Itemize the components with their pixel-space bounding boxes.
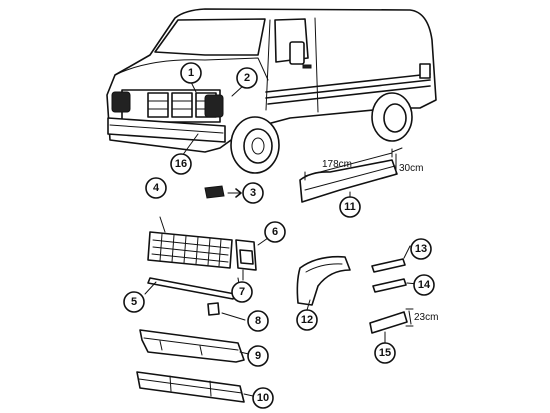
svg-text:7: 7: [239, 286, 245, 298]
svg-text:2: 2: [244, 72, 250, 84]
part-grille: [147, 216, 233, 269]
callout-6: 6: [264, 221, 286, 243]
callout-15: 15: [374, 342, 396, 364]
svg-text:15: 15: [379, 347, 391, 359]
svg-text:8: 8: [255, 315, 261, 327]
svg-text:4: 4: [153, 182, 160, 194]
svg-text:12: 12: [301, 314, 313, 326]
part-grille-molding: [144, 277, 241, 300]
callout-9: 9: [247, 345, 269, 367]
callout-8: 8: [247, 310, 269, 332]
part-trim-14: [372, 278, 407, 293]
part-bracket: [207, 302, 246, 321]
front-wheel: [230, 116, 280, 174]
part-valance: [139, 329, 245, 363]
callout-11: 11: [339, 196, 361, 218]
svg-text:14: 14: [418, 279, 431, 291]
svg-text:3: 3: [250, 187, 256, 199]
callout-7: 7: [231, 281, 253, 303]
callout-2: 2: [236, 67, 258, 89]
svg-text:13: 13: [415, 243, 427, 255]
svg-text:16: 16: [175, 158, 187, 170]
svg-text:1: 1: [188, 67, 194, 79]
front-grille: [111, 89, 224, 123]
svg-text:10: 10: [257, 392, 269, 404]
callout-16: 16: [170, 153, 192, 175]
callout-4: 4: [145, 177, 167, 199]
part-trim-13: [371, 258, 406, 273]
callout-14: 14: [413, 274, 435, 296]
callout-13: 13: [410, 238, 432, 260]
svg-text:9: 9: [255, 350, 261, 362]
van-illustration: [106, 8, 437, 174]
part-fender-patch: [296, 255, 351, 306]
part-bumper: [136, 371, 245, 403]
rear-wheel: [371, 92, 413, 142]
callout-1: 1: [180, 62, 202, 84]
svg-text:5: 5: [131, 296, 137, 308]
dimension-panel-height: 23cm: [414, 312, 438, 323]
svg-text:6: 6: [272, 226, 278, 238]
svg-text:11: 11: [344, 201, 356, 213]
dimension-side-molding-length: 178cm: [322, 159, 352, 170]
part-side-molding: [299, 147, 403, 203]
callout-3: 3: [242, 182, 264, 204]
part-emblem: [204, 185, 242, 199]
callout-10: 10: [252, 387, 274, 409]
part-headlamp-bezel: [235, 237, 269, 271]
callout-12: 12: [296, 309, 318, 331]
callout-5: 5: [123, 291, 145, 313]
dimension-side-molding-height: 30cm: [399, 163, 423, 174]
part-rocker-panel: [369, 308, 414, 334]
